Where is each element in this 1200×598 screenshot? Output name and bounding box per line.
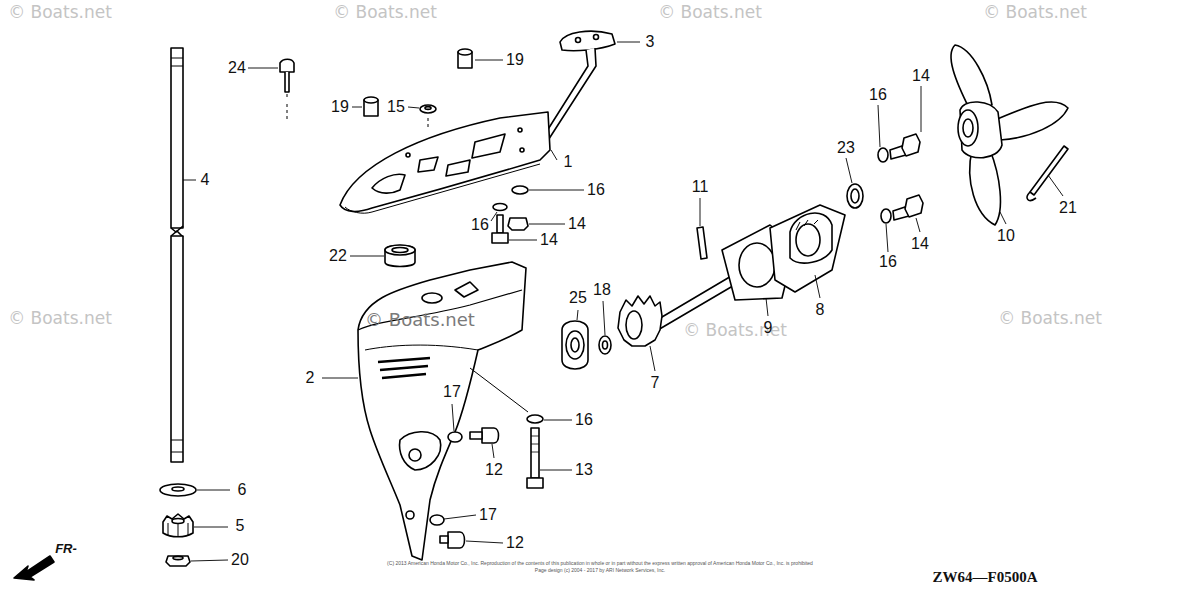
bevel-gear [618, 296, 662, 346]
callout-number: 18 [593, 282, 611, 298]
bearing-holder [770, 205, 845, 292]
callout-number: 16 [587, 182, 605, 198]
copyright-note: (C) 2013 American Honda Motor Co., Inc. … [387, 561, 813, 566]
callout-number: 2 [306, 370, 315, 386]
bearing [385, 246, 415, 267]
washer [430, 515, 444, 525]
propeller-blade [951, 45, 992, 110]
bracket [560, 31, 615, 51]
drive-shaft [171, 236, 183, 462]
watermark: © Boats.net [333, 4, 437, 21]
nut [508, 218, 528, 230]
callout-number: 14 [911, 236, 929, 252]
propeller-blade [970, 150, 1001, 225]
bolt [492, 233, 508, 243]
washer [878, 148, 888, 162]
drive-shaft [171, 48, 183, 228]
washer [527, 415, 543, 423]
callout-number: 7 [651, 375, 660, 391]
watermark: © Boats.net [658, 4, 762, 21]
callout-number: 14 [912, 68, 930, 84]
oil-seal [847, 184, 863, 208]
callout-number: 12 [506, 535, 524, 551]
washer [493, 204, 507, 211]
screw [448, 532, 465, 548]
bearing [562, 321, 588, 369]
watermark: © Boats.net [365, 311, 475, 329]
watermark: © Boats.net [998, 310, 1102, 327]
callout-number: 17 [479, 507, 497, 523]
gear-case [358, 262, 526, 560]
watermark: © Boats.net [8, 4, 112, 21]
callout-number: 14 [540, 232, 558, 248]
bolt [531, 428, 539, 478]
watermark: © Boats.net [8, 310, 112, 327]
callout-number: 21 [1059, 200, 1077, 216]
callout-number: 10 [997, 228, 1015, 244]
copyright-note: Page design (c) 2004 - 2017 by ARI Netwo… [535, 568, 665, 573]
screw [280, 59, 294, 72]
pinion-gear [163, 514, 193, 537]
diagram-code: ZW64—F0500A [933, 570, 1038, 585]
callout-number: 4 [201, 172, 210, 188]
callout-number: 19 [331, 99, 349, 115]
callout-number: 20 [231, 552, 249, 568]
nut [166, 556, 190, 566]
propeller-blade [995, 102, 1068, 140]
callout-number: 14 [568, 216, 586, 232]
direction-label: FR- [55, 542, 77, 555]
callout-number: 16 [879, 254, 897, 270]
washer [160, 484, 196, 496]
callout-number: 3 [646, 34, 655, 50]
callout-number: 16 [471, 217, 489, 233]
anti-cavitation-plate [340, 112, 550, 211]
callout-number: 24 [228, 60, 246, 76]
callout-number: 25 [569, 290, 587, 306]
callout-number: 9 [764, 320, 773, 336]
washer [599, 336, 611, 354]
cotter-pin [1030, 146, 1068, 195]
callout-number: 11 [692, 179, 709, 195]
pin [697, 227, 707, 259]
bolt [905, 195, 923, 217]
callout-number: 17 [443, 384, 461, 400]
callout-number: 23 [837, 140, 855, 156]
callout-number: 15 [387, 99, 405, 115]
watermark: © Boats.net [983, 4, 1087, 21]
callout-number: 16 [575, 412, 593, 428]
callout-number: 1 [564, 154, 573, 170]
callout-number: 5 [236, 518, 245, 534]
callout-number: 8 [816, 302, 825, 318]
bolt [902, 134, 920, 156]
callout-number: 6 [238, 482, 247, 498]
screw [482, 428, 499, 443]
callout-number: 22 [329, 248, 347, 264]
callout-number: 19 [506, 52, 524, 68]
washer [448, 432, 462, 442]
washer [881, 209, 891, 223]
front-arrow [14, 556, 54, 580]
callout-number: 12 [485, 462, 503, 478]
washer [512, 186, 528, 194]
washer [420, 105, 436, 113]
leader-lines [183, 42, 1063, 561]
callout-number: 16 [869, 87, 887, 103]
callout-number: 13 [575, 462, 593, 478]
